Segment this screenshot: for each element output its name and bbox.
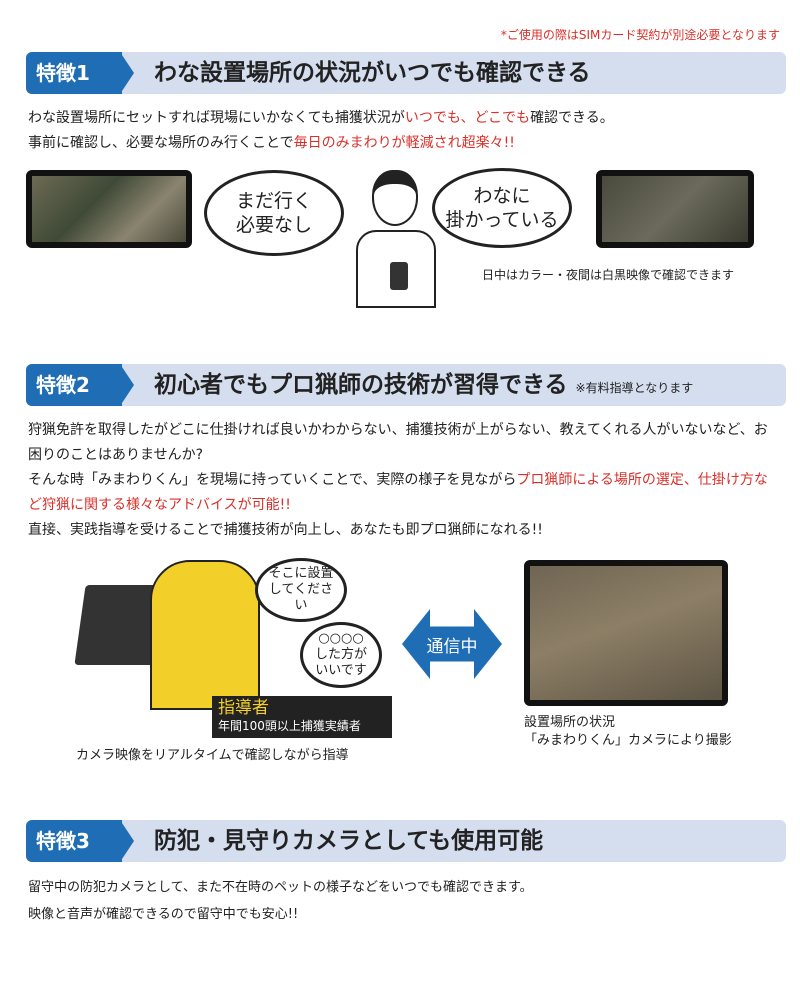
- feature-2-text: 狩猟免許を取得したがどこに仕掛ければ良いかわからない、捕獲技術が上がらない、教え…: [28, 422, 768, 538]
- feature-title: わな設置場所の状況がいつでも確認できる: [154, 60, 591, 86]
- instructor-label: 指導者 年間100頭以上捕獲実績者: [212, 696, 392, 738]
- feature-tag: 特徴1: [26, 52, 122, 94]
- bidirectional-arrow-icon: 通信中: [402, 609, 502, 679]
- feature-tag: 特徴2: [26, 364, 122, 406]
- feature-1-header: 特徴1 わな設置場所の状況がいつでも確認できる: [26, 52, 786, 94]
- chevron-icon: [120, 820, 134, 862]
- chevron-icon: [120, 364, 134, 406]
- feature-title: 防犯・見守りカメラとしても使用可能: [154, 828, 544, 854]
- feature-2-header: 特徴2 初心者でもプロ猟師の技術が習得できる※有料指導となります: [26, 364, 786, 406]
- speech-bubble: まだ行く 必要なし: [204, 170, 344, 256]
- speech-bubble: そこに設置してください: [255, 558, 347, 622]
- forest-phone-photo: [26, 170, 192, 248]
- feature-3-header: 特徴3 防犯・見守りカメラとしても使用可能: [26, 820, 786, 862]
- trap-photo-caption: 設置場所の状況 「みまわりくん」カメラにより撮影: [524, 715, 732, 748]
- feature-tag: 特徴3: [26, 820, 122, 862]
- speech-bubble: わなに 掛かっている: [432, 168, 572, 248]
- instructor-illustration: [150, 560, 260, 710]
- paid-note: ※有料指導となります: [575, 381, 694, 395]
- feature-1-text: わな設置場所にセットすれば現場にいかなくても捕獲状況がいつでも、どこでも確認でき…: [28, 110, 614, 151]
- camera-caption: 日中はカラー・夜間は白黒映像で確認できます: [482, 268, 735, 282]
- feature-3-text: 留守中の防犯カメラとして、また不在時のペットの様子などをいつでも確認できます。 …: [28, 880, 533, 922]
- sim-notice: *ご使用の際はSIMカード契約が別途必要となります: [500, 28, 780, 42]
- man-with-phone-illustration: [350, 170, 440, 310]
- instructor-caption: カメラ映像をリアルタイムで確認しながら指導: [76, 748, 349, 763]
- speech-bubble: ○○○○した方がいいです: [300, 622, 382, 688]
- feature-title: 初心者でもプロ猟師の技術が習得できる※有料指導となります: [154, 372, 694, 398]
- chevron-icon: [120, 52, 134, 94]
- trap-setup-photo: [524, 560, 728, 706]
- boar-phone-photo: [596, 170, 754, 248]
